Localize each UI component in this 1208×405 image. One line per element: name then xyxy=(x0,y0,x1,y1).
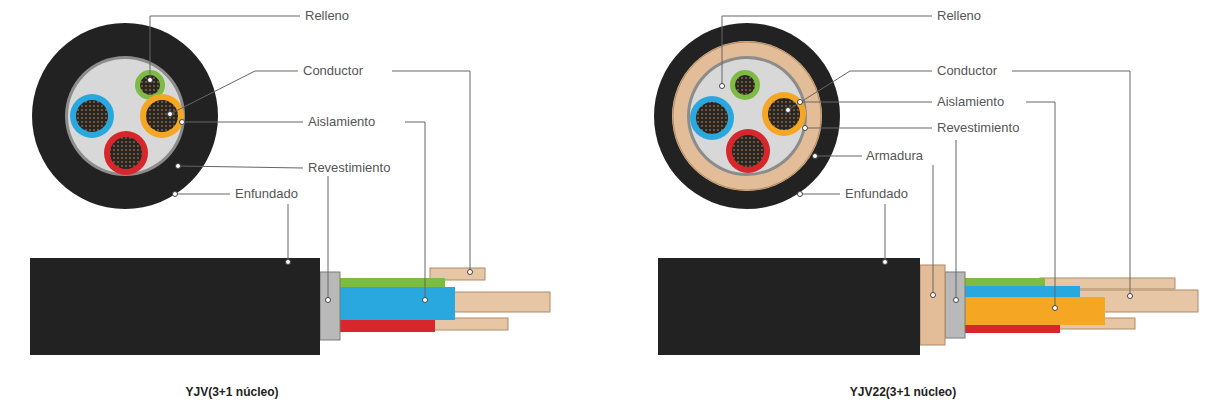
part-label: Conductor xyxy=(935,63,999,79)
cross-section-yjv xyxy=(32,23,218,209)
side-view-yjv xyxy=(30,258,550,355)
caption: YJV22(3+1 núcleo) xyxy=(848,384,958,400)
cross-section-yjv22 xyxy=(654,23,840,209)
side-view-yjv22 xyxy=(658,258,1198,355)
part-label: Revestimiento xyxy=(935,120,1021,136)
part-label: Aislamiento xyxy=(306,114,377,130)
part-label: Enfundado xyxy=(843,186,910,202)
part-label: Relleno xyxy=(303,8,351,24)
part-label: Conductor xyxy=(301,63,365,79)
part-label: Armadura xyxy=(864,148,925,164)
part-label: Aislamiento xyxy=(935,94,1006,110)
part-label: Revestimiento xyxy=(306,160,392,176)
leader-lines xyxy=(150,16,1130,308)
leader-dots xyxy=(148,78,1133,311)
part-label: Relleno xyxy=(935,8,983,24)
part-label: Enfundado xyxy=(233,186,300,202)
caption: YJV(3+1 núcleo) xyxy=(183,384,280,400)
